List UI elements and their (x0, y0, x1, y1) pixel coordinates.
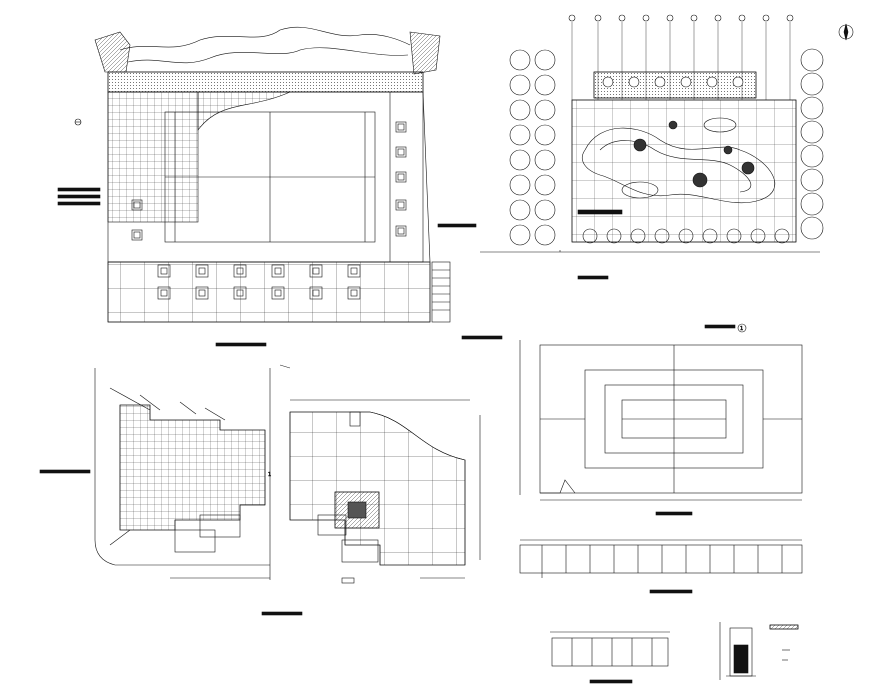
lower-paving (107, 261, 431, 323)
rock-outcrop-left (94, 31, 131, 73)
deck-plan-left: 1 (39, 368, 271, 580)
stairs (431, 261, 451, 323)
planting-clusters (633, 120, 755, 188)
deck-hatched-area (119, 404, 266, 531)
wall-elevation (550, 631, 670, 684)
paver-squares (157, 264, 361, 300)
winding-path (581, 127, 775, 204)
shrub-row (582, 228, 790, 244)
light-posts (131, 121, 407, 241)
court-site-plan (57, 26, 477, 347)
pergola (593, 71, 757, 99)
rock-outcrop-right (409, 31, 441, 75)
tree-symbol-icon (509, 49, 556, 246)
garden-plan (480, 14, 854, 280)
fence-elevation (519, 539, 803, 594)
court-plan-right: 1 (461, 323, 803, 516)
column-detail (719, 622, 799, 680)
fence-panels (519, 544, 803, 574)
deck-plan-curve (261, 399, 481, 616)
section-number: 1 (268, 472, 271, 478)
garden-grid (571, 99, 797, 243)
curved-paving (289, 411, 466, 566)
tree-row-right (800, 48, 824, 240)
section-mark-number: 1 (740, 326, 743, 332)
planter-strip (107, 71, 424, 93)
